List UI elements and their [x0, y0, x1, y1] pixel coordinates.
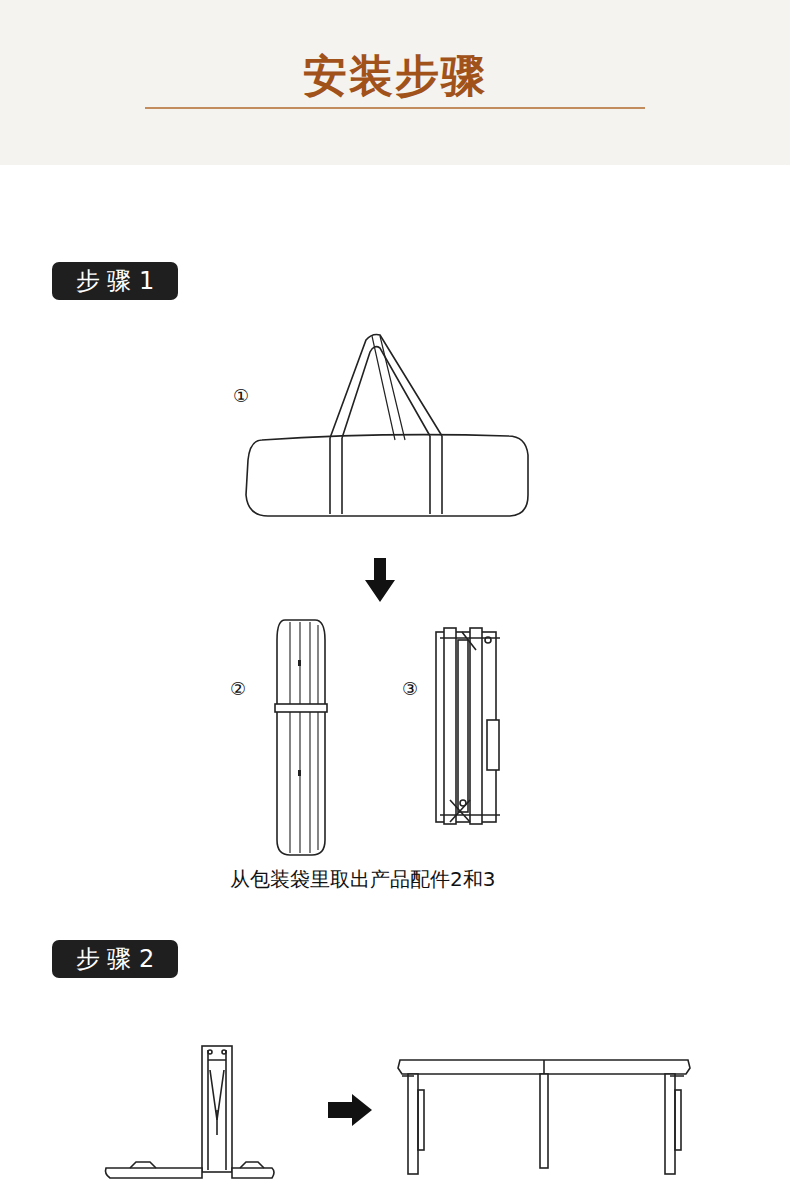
- callout-number: ②: [230, 678, 246, 699]
- callout-number: ①: [233, 385, 249, 406]
- assembled-table: [398, 1060, 690, 1174]
- down-arrow: [365, 558, 395, 602]
- page-title: 安装步骤: [303, 47, 487, 106]
- instruction-text: 从包装袋里取出产品配件2和3: [230, 866, 495, 893]
- frame-unfolding: [106, 1046, 275, 1178]
- step-label: 步 骤 1: [76, 265, 155, 297]
- folded-tabletop: [275, 620, 327, 855]
- folded-frame: [436, 628, 500, 824]
- step-badge: 步 骤 1: [52, 262, 178, 300]
- step-label: 步 骤 2: [76, 943, 155, 975]
- carry-bag: [246, 335, 528, 516]
- title-rule: [145, 107, 645, 109]
- callout-number: ③: [402, 678, 418, 699]
- step-badge: 步 骤 2: [52, 940, 178, 978]
- right-arrow: [328, 1094, 372, 1126]
